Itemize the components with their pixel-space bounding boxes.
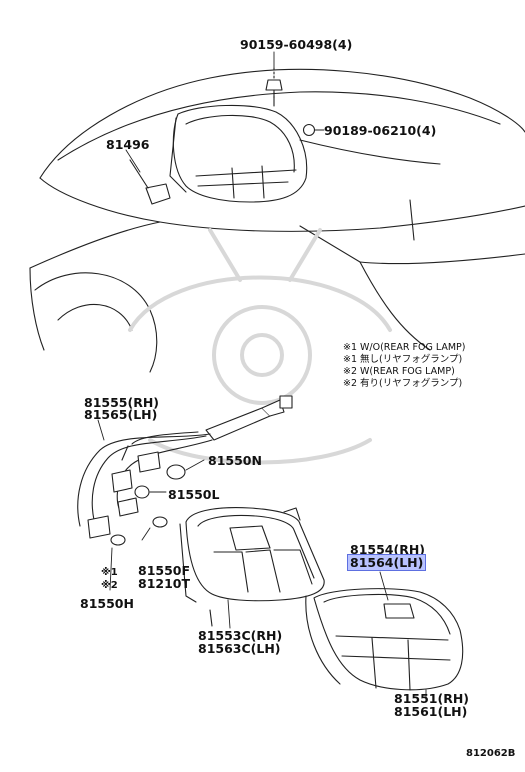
watermark-emblem xyxy=(128,228,392,465)
vehicle-body-outline xyxy=(29,67,525,373)
part-number-wire-rh: 81555(RH) xyxy=(84,395,159,410)
part-number-gasket-rh: 81554(RH) xyxy=(350,542,425,557)
wire-harness xyxy=(77,395,293,546)
part-number-gasket-lh: 81564(LH) xyxy=(346,554,427,571)
mark-2: ※2 xyxy=(101,577,118,592)
part-number-bulb-f: 81550F xyxy=(138,563,191,578)
part-number-housing-rh: 81553C(RH) xyxy=(198,628,283,643)
part-number-housing-lh: 81563C(LH) xyxy=(198,641,281,656)
part-number-bulb-h: 81550H xyxy=(80,596,134,611)
part-number-lens-rh: 81551(RH) xyxy=(394,691,469,706)
note-line-2: ※1 無し(リヤフォグランプ) xyxy=(343,354,463,365)
highlighted-part-number: 81564(LH) xyxy=(346,554,427,571)
mark-1: ※1 xyxy=(101,564,118,579)
note-line-3: ※2 W(REAR FOG LAMP) xyxy=(343,366,455,377)
lamp-housing xyxy=(179,507,325,627)
part-number-bulb-n: 81550N xyxy=(208,453,262,468)
part-number-wire-lh: 81565(LH) xyxy=(84,407,158,422)
mark-1-symbol: ※1 xyxy=(101,567,118,578)
part-number-bulb-l: 81550L xyxy=(168,487,220,502)
note-line-4: ※2 有り(リヤフォグランプ) xyxy=(343,378,463,389)
note-line-1: ※1 W/O(REAR FOG LAMP) xyxy=(343,342,466,353)
part-number-lens-lh: 81561(LH) xyxy=(394,704,468,719)
lamp-lens xyxy=(305,588,464,691)
leader-lines xyxy=(97,51,427,701)
part-number-nut: 90189-06210(4) xyxy=(324,123,437,138)
part-number-bolt: 90159-60498(4) xyxy=(240,37,353,52)
mark-2-symbol: ※2 xyxy=(101,580,118,591)
part-number-bulb-t: 81210T xyxy=(138,576,191,591)
figure-id: 812062B xyxy=(466,748,516,759)
part-number-side-socket: 81496 xyxy=(106,137,150,152)
